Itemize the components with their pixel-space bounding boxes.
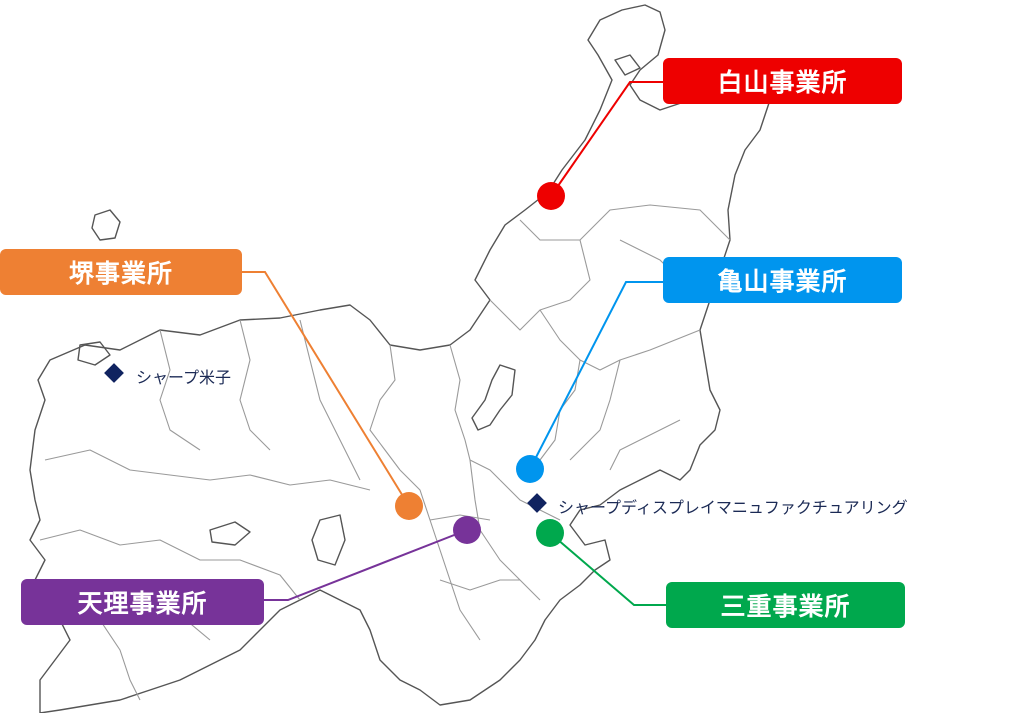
label-mie-text: 三重事業所 xyxy=(720,592,851,621)
diamond-yonago-icon[interactable] xyxy=(104,363,124,383)
leader-mie xyxy=(549,532,666,606)
diamond-sdp-icon[interactable] xyxy=(527,493,547,513)
awaji-island xyxy=(311,514,346,566)
label-hakusan[interactable]: 白山事業所 xyxy=(663,58,902,104)
oki-islands xyxy=(91,209,121,241)
marker-mie[interactable] xyxy=(536,519,564,547)
marker-hakusan[interactable] xyxy=(537,182,565,210)
label-sakai[interactable]: 堺事業所 xyxy=(0,249,242,295)
site-label-sdp: シャープディスプレイマニュファクチュアリング xyxy=(558,498,908,517)
label-kameyama-text: 亀山事業所 xyxy=(717,267,848,296)
label-tenri-text: 天理事業所 xyxy=(77,589,208,618)
marker-tenri[interactable] xyxy=(453,516,481,544)
leader-lines xyxy=(242,81,666,606)
label-tenri[interactable]: 天理事業所 xyxy=(21,579,264,625)
label-mie[interactable]: 三重事業所 xyxy=(666,582,905,628)
leader-hakusan xyxy=(550,81,663,197)
marker-sakai[interactable] xyxy=(395,492,423,520)
label-hakusan-text: 白山事業所 xyxy=(717,68,848,97)
leader-kameyama xyxy=(529,281,663,470)
leader-sakai xyxy=(242,271,410,507)
marker-kameyama[interactable] xyxy=(516,455,544,483)
leader-tenri xyxy=(264,529,468,601)
lake-biwa xyxy=(471,364,516,431)
label-kameyama[interactable]: 亀山事業所 xyxy=(663,257,902,303)
noto-peninsula-tip xyxy=(614,54,641,76)
shodoshima xyxy=(209,521,251,546)
site-label-yonago: シャープ米子 xyxy=(136,368,232,387)
island-west xyxy=(77,341,111,366)
label-sakai-text: 堺事業所 xyxy=(68,259,173,288)
